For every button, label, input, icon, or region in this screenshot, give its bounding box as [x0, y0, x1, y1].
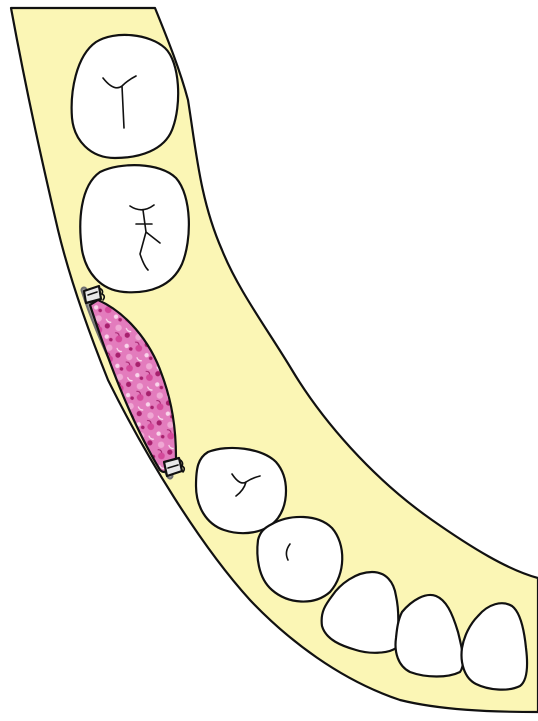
premolar-tooth-icon — [257, 517, 342, 602]
molar-tooth-upper — [72, 35, 179, 158]
premolar-tooth-1 — [196, 448, 286, 533]
molar-tooth-icon — [80, 165, 189, 292]
molar-tooth-icon — [72, 35, 179, 158]
molar-tooth-lower — [80, 165, 189, 292]
premolar-tooth-2 — [257, 517, 342, 602]
